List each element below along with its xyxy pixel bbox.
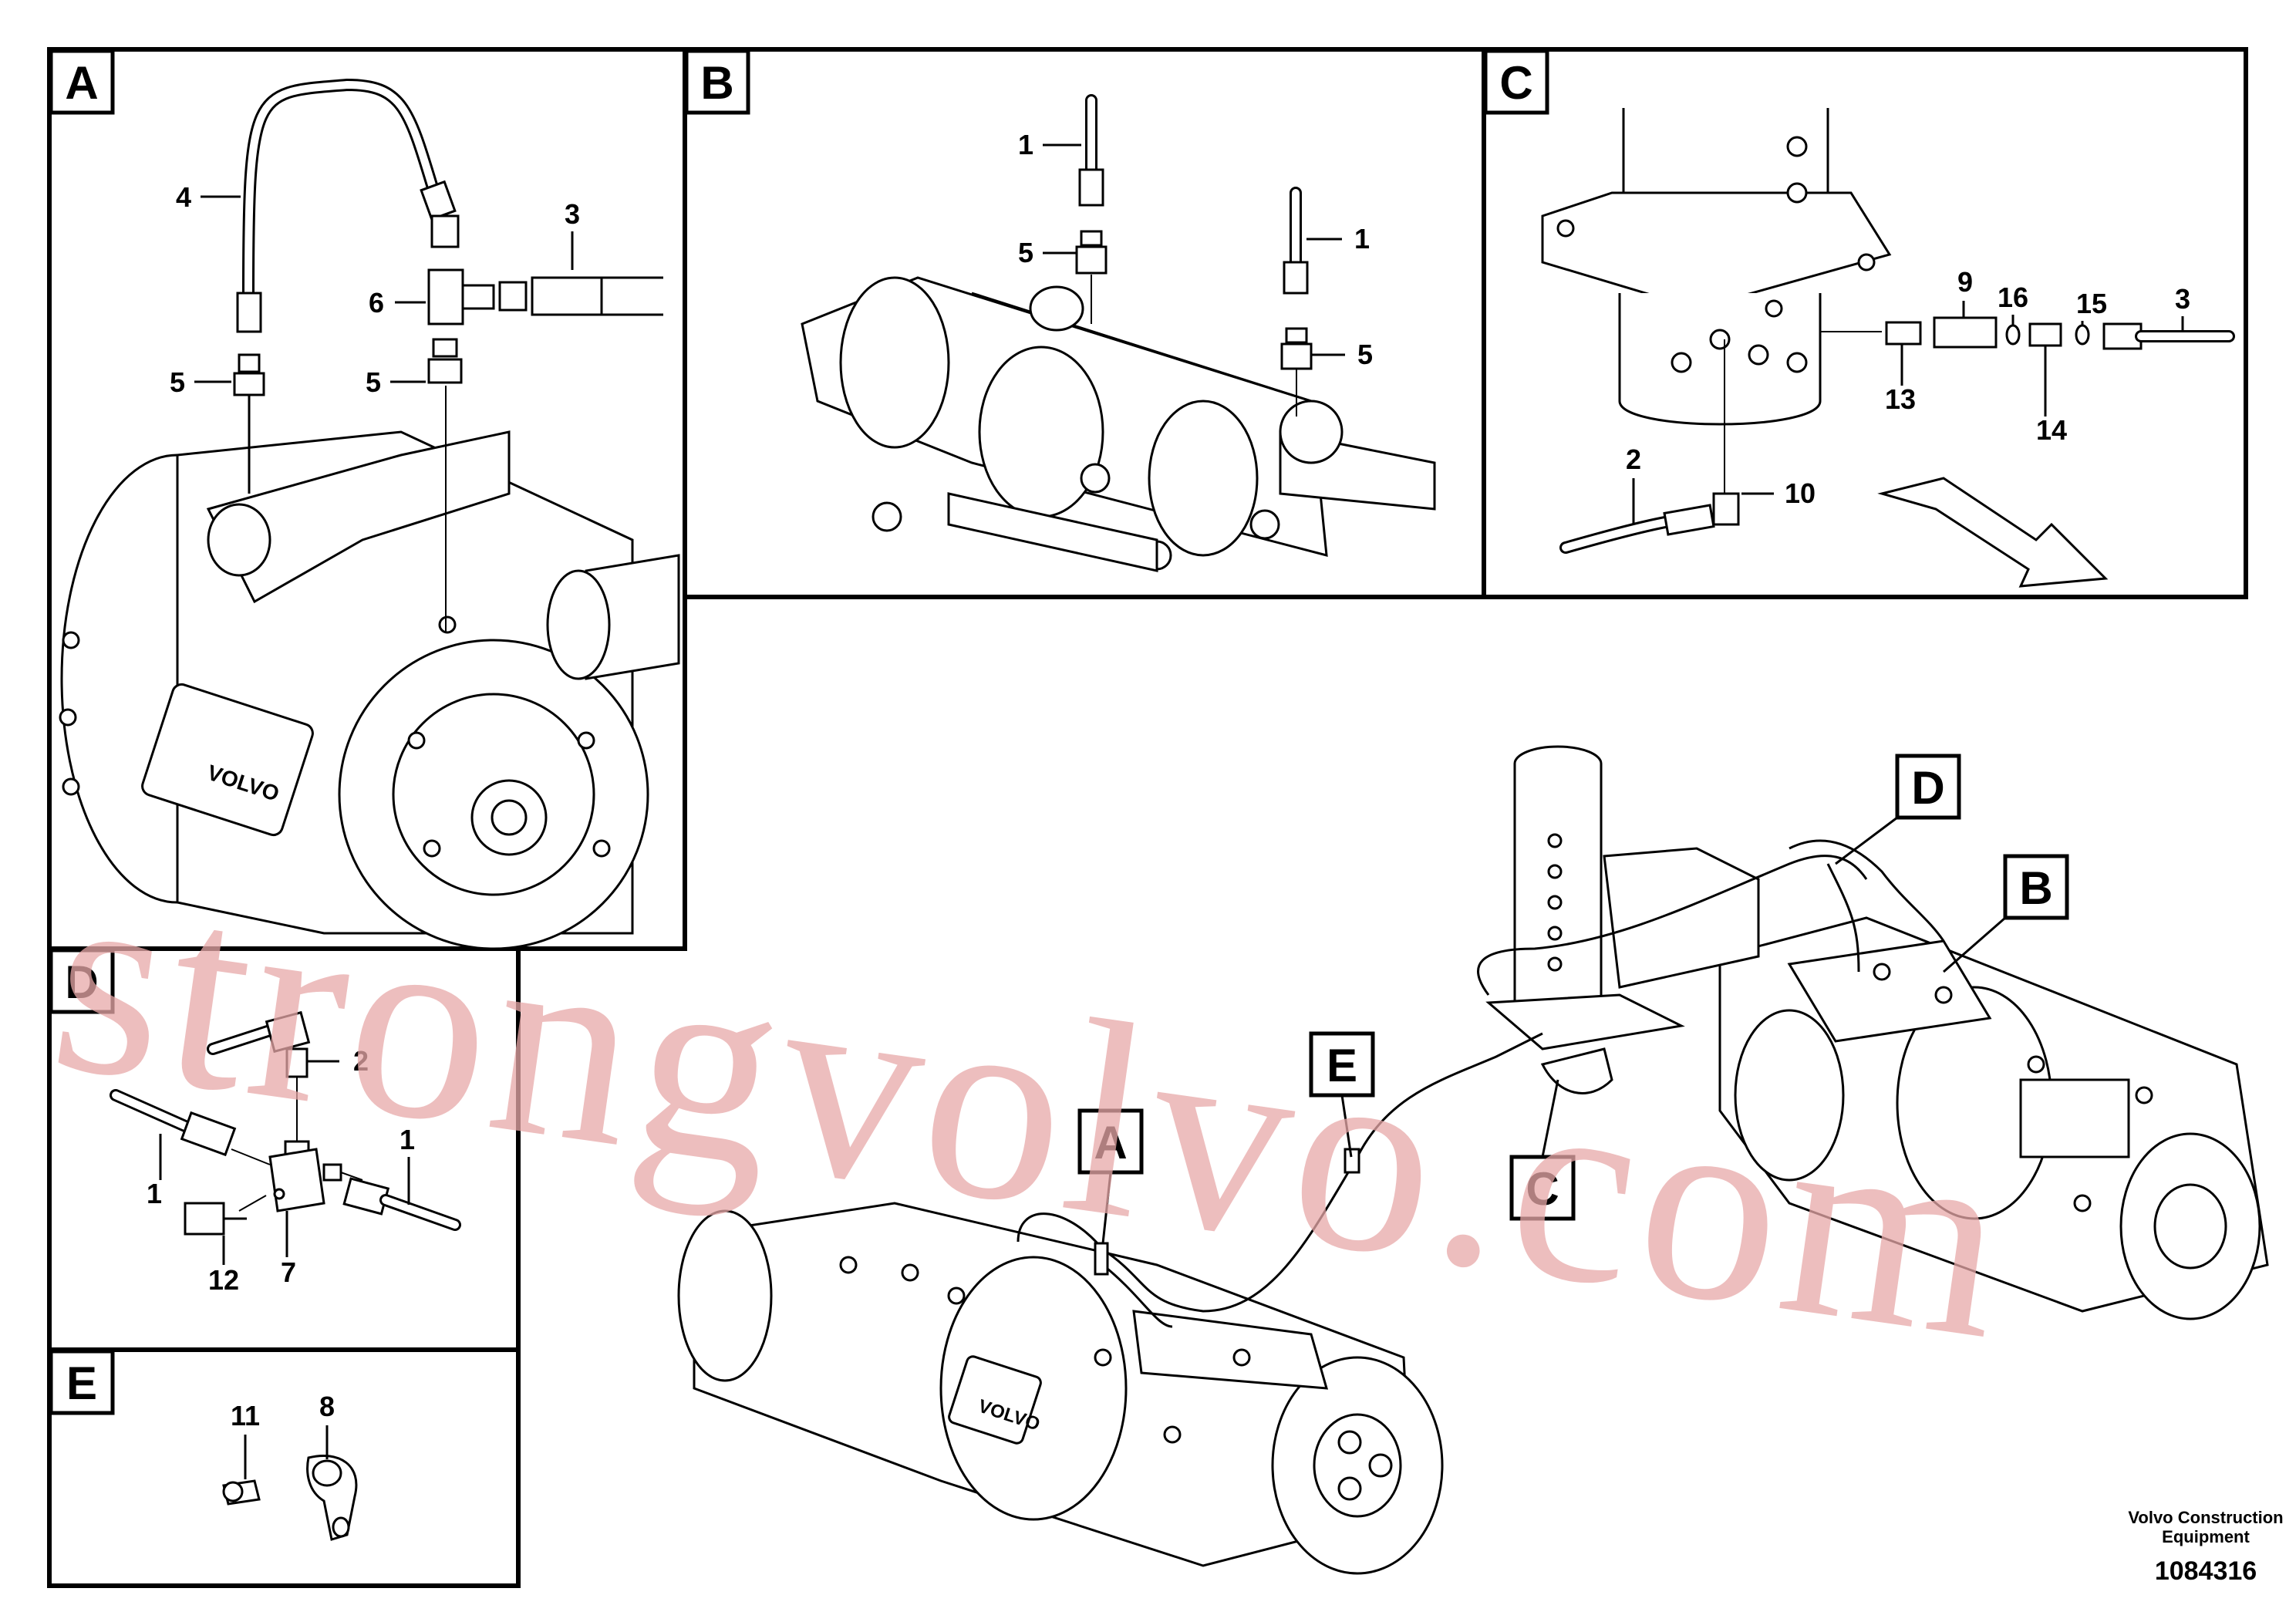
swivel-column-c	[1541, 108, 1892, 426]
panel-e: E 11 8	[49, 1349, 358, 1541]
tee-6-a	[427, 214, 663, 632]
callout-4: 4	[176, 181, 191, 213]
callout-2-c: 2	[1626, 443, 1641, 475]
panel-b: B	[684, 49, 1436, 572]
callout-5-right: 5	[366, 366, 381, 398]
clamp-8-bolt-11-e	[222, 1454, 358, 1541]
callout-1-d-left: 1	[147, 1178, 162, 1209]
hose-2-c	[1559, 339, 1740, 554]
callout-15: 15	[2076, 288, 2107, 319]
footer-company-line2: Equipment	[2162, 1527, 2250, 1546]
swivel-column-main	[1485, 745, 1760, 1094]
hose-1-b-right	[1280, 187, 1313, 416]
callout-9: 9	[1957, 266, 1973, 298]
footer: Volvo Construction Equipment 1084316	[2128, 1508, 2283, 1586]
callout-3-c: 3	[2175, 283, 2190, 315]
fitting-chain-c	[1820, 316, 2235, 350]
axle-housing-a	[59, 430, 680, 950]
callout-5-b-left: 5	[1018, 237, 1033, 268]
hose-runs-main	[1017, 839, 1945, 1328]
callout-14: 14	[2036, 414, 2067, 446]
callout-6: 6	[369, 287, 384, 319]
panel-b-letter: B	[700, 57, 733, 109]
callout-1-b-left: 1	[1018, 129, 1033, 160]
panel-a-letter: A	[65, 57, 98, 109]
front-axle	[677, 1202, 1444, 1575]
callout-2-d: 2	[353, 1045, 369, 1077]
location-tag-a: A	[1077, 1108, 1144, 1244]
svg-text:B: B	[2019, 862, 2052, 914]
callout-7: 7	[281, 1256, 296, 1288]
location-tag-c: C	[1509, 1079, 1576, 1221]
location-tag-b: B	[1943, 854, 2069, 973]
callout-1-b-right: 1	[1354, 223, 1370, 255]
footer-drawing-number: 1084316	[2155, 1556, 2257, 1586]
hose-1-b-left	[1075, 94, 1108, 324]
svg-text:D: D	[1911, 762, 1944, 814]
svg-text:C: C	[1526, 1163, 1559, 1215]
callout-1-d-right: 1	[400, 1124, 415, 1155]
svg-text:A: A	[1094, 1117, 1127, 1168]
panel-b-callouts: 1 5 1 5	[1018, 129, 1373, 370]
callout-5-left: 5	[170, 366, 185, 398]
panel-d-callouts: 2 1 1 12 7	[147, 1045, 415, 1296]
hose-4-a	[236, 78, 457, 333]
fitting-5-left	[233, 353, 265, 494]
callout-5-b-right: 5	[1357, 339, 1373, 370]
panel-c-letter: C	[1499, 57, 1532, 109]
panel-e-callouts: 11 8	[231, 1391, 335, 1479]
callout-12: 12	[208, 1264, 239, 1296]
footer-company-line1: Volvo Construction	[2128, 1508, 2283, 1527]
callout-13: 13	[1885, 383, 1916, 415]
direction-arrow-icon	[1877, 477, 2109, 588]
rear-axle	[1718, 916, 2269, 1320]
panel-frames	[47, 47, 2248, 1588]
svg-text:E: E	[1327, 1040, 1357, 1091]
panel-c: C	[1483, 49, 2235, 588]
steering-cylinder-b	[801, 276, 1436, 572]
location-tag-d: D	[1835, 754, 1961, 865]
panel-d-letter: D	[65, 956, 98, 1008]
callout-3: 3	[565, 198, 580, 230]
panel-a: A VOLVO	[49, 49, 680, 950]
callout-16: 16	[1998, 282, 2028, 313]
panel-d: D 2 1	[49, 948, 461, 1296]
tee-7-d	[110, 1010, 461, 1236]
panel-c-callouts: 9 16 15 3 13 14 2 10	[1626, 266, 2190, 524]
callout-11: 11	[231, 1400, 260, 1431]
callout-8: 8	[319, 1391, 335, 1422]
panel-a-callouts: 4 3 6 5 5	[170, 181, 580, 398]
callout-10: 10	[1785, 477, 1816, 509]
panel-e-letter: E	[66, 1357, 97, 1409]
location-tag-e: E	[1309, 1031, 1375, 1158]
main-assembly-view: VOLVO	[677, 745, 2269, 1575]
